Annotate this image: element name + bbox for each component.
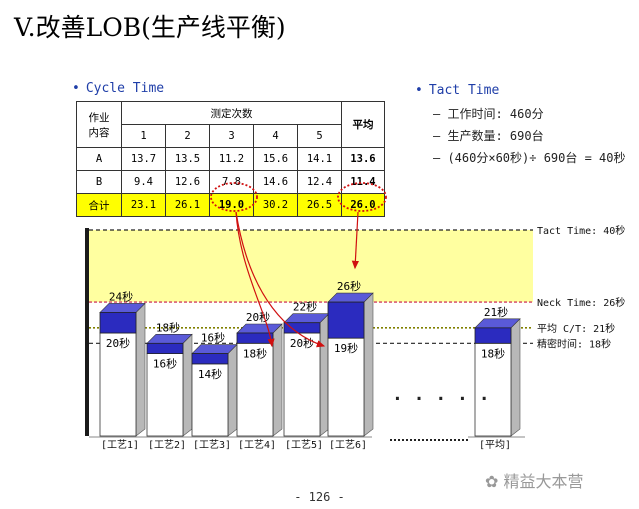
bar-base-segment xyxy=(191,363,229,437)
bullet-icon: • xyxy=(415,83,423,98)
bar-base-segment xyxy=(327,337,365,437)
cell: 12.6 xyxy=(165,170,210,194)
bar-base-label: 16秒 xyxy=(153,357,177,371)
bar-total-label: 18秒 xyxy=(156,320,180,334)
trial-number: 3 xyxy=(209,124,254,148)
category-label: [工艺2] xyxy=(148,439,186,451)
highlight-circle-process3 xyxy=(210,182,258,212)
row-name: A xyxy=(76,147,122,171)
category-label: [平均] xyxy=(479,439,511,451)
tact-line-3: – (460分×60秒)÷ 690台 = 40秒 xyxy=(433,151,626,165)
tact-time-heading: •Tact Time xyxy=(415,83,500,98)
cell: 26.5 xyxy=(297,193,342,217)
bullet-icon: • xyxy=(72,81,80,96)
bar-side xyxy=(363,292,374,437)
bar-side xyxy=(510,318,521,437)
table-row-total: 合计 23.1 26.1 19.0 30.2 26.5 26.0 xyxy=(76,193,385,217)
bar-base-segment xyxy=(474,342,512,437)
bar-base-segment xyxy=(146,353,184,437)
bar-total-label: 16秒 xyxy=(201,331,225,345)
bar-total-label: 26秒 xyxy=(337,279,361,293)
trial-number: 2 xyxy=(165,124,210,148)
measurement-table: 作业内容 测定次数 平均 1 2 3 4 5 A 13.7 13.5 11.2 … xyxy=(76,101,385,217)
ellipsis-dots: . . . . . xyxy=(392,384,490,405)
trial-number: 5 xyxy=(297,124,342,148)
arrow-to-neck xyxy=(351,211,359,270)
bar-base-label: 19秒 xyxy=(334,341,358,355)
bar-top-segment xyxy=(99,311,137,334)
cell-avg: 11.4 xyxy=(341,170,385,194)
bar-side xyxy=(227,343,238,437)
reference-label: Neck Time: 26秒 xyxy=(537,296,625,309)
category-label: [工艺5] xyxy=(285,439,323,451)
cell: 7.8 xyxy=(209,170,254,194)
bar-top-segment xyxy=(474,327,512,344)
watermark: ✿ 精益大本营 xyxy=(485,472,584,491)
arrow-to-process3 xyxy=(235,211,275,348)
bar-side xyxy=(182,333,193,437)
table-row: A 13.7 13.5 11.2 15.6 14.1 13.6 xyxy=(76,147,385,171)
reference-label: 平均 C/T: 21秒 xyxy=(537,322,615,335)
category-label: [工艺6] xyxy=(329,439,367,451)
page-number: - 126 - xyxy=(294,490,345,504)
bar-base-label: 14秒 xyxy=(198,367,222,381)
bar-top-segment xyxy=(146,342,184,354)
category-label: [工艺1] xyxy=(101,439,139,451)
header-average: 平均 xyxy=(341,101,385,148)
bar-total-label: 20秒 xyxy=(246,310,270,324)
highlight-circle-average xyxy=(337,182,387,212)
header-trials: 测定次数 xyxy=(121,101,342,125)
cell: 26.1 xyxy=(165,193,210,217)
category-label: [工艺4] xyxy=(238,439,276,451)
cell: 12.4 xyxy=(297,170,342,194)
cell: 15.6 xyxy=(253,147,298,171)
bar-base-label: 20秒 xyxy=(106,336,130,350)
cell-avg-highlight: 26.0 xyxy=(341,193,385,217)
bar-base-segment xyxy=(99,332,137,437)
bar-total-label: 21秒 xyxy=(484,305,508,319)
tact-line-2: – 生产数量: 690台 xyxy=(433,129,544,143)
reference-label: Tact Time: 40秒 xyxy=(537,224,625,237)
bar-top-segment xyxy=(327,301,365,339)
bar-total-label: 24秒 xyxy=(109,289,133,303)
tact-neck-band xyxy=(89,230,533,303)
bar-side xyxy=(272,323,283,437)
cell: 23.1 xyxy=(121,193,166,217)
tact-line-1: – 工作时间: 460分 xyxy=(433,107,544,121)
bar-total-label: 22秒 xyxy=(293,300,317,314)
cell: 9.4 xyxy=(121,170,166,194)
bar-base-label: 18秒 xyxy=(481,346,505,360)
bar-top-segment xyxy=(236,332,274,344)
reference-label: 精密时间: 18秒 xyxy=(537,337,611,350)
bar-base-label: 20秒 xyxy=(290,336,314,350)
wechat-icon: ✿ xyxy=(485,472,499,491)
bar-base-segment xyxy=(283,332,321,437)
bar-top-segment xyxy=(191,353,229,365)
arrow-to-process6 xyxy=(235,211,326,348)
bar-side xyxy=(135,302,146,437)
page-title: V.改善LOB(生产线平衡) xyxy=(14,13,286,42)
bar-base-label: 18秒 xyxy=(243,346,267,360)
cycle-time-heading: •Cycle Time xyxy=(72,81,165,96)
category-label: [工艺3] xyxy=(193,439,231,451)
cell: 13.5 xyxy=(165,147,210,171)
bar-top-segment xyxy=(283,322,321,334)
bar-base-segment xyxy=(236,342,274,437)
